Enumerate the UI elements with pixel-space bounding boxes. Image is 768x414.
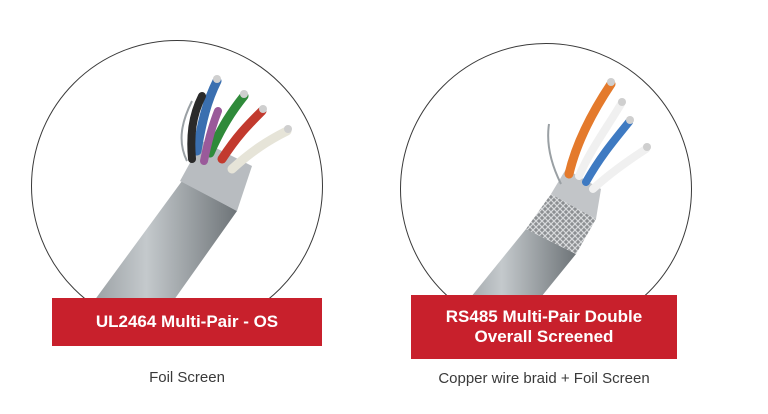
product-card-rs485: RS485 Multi-Pair Double Overall Screened…: [384, 0, 768, 414]
product-caption: Copper wire braid + Foil Screen: [438, 370, 650, 387]
cable-illustration: [72, 75, 292, 331]
product-title: RS485 Multi-Pair Double Overall Screened: [445, 307, 643, 346]
cable-image-foil-screen: [31, 40, 323, 332]
product-card-ul2464: UL2464 Multi-Pair - OS Foil Screen: [31, 40, 323, 386]
cable-illustration: [441, 78, 651, 334]
product-title-banner: UL2464 Multi-Pair - OS: [52, 298, 322, 346]
cable-image-braid-foil: [400, 43, 692, 335]
product-title: UL2464 Multi-Pair - OS: [95, 312, 279, 332]
product-caption: Foil Screen: [149, 369, 225, 386]
product-title-banner: RS485 Multi-Pair Double Overall Screened: [411, 295, 677, 359]
